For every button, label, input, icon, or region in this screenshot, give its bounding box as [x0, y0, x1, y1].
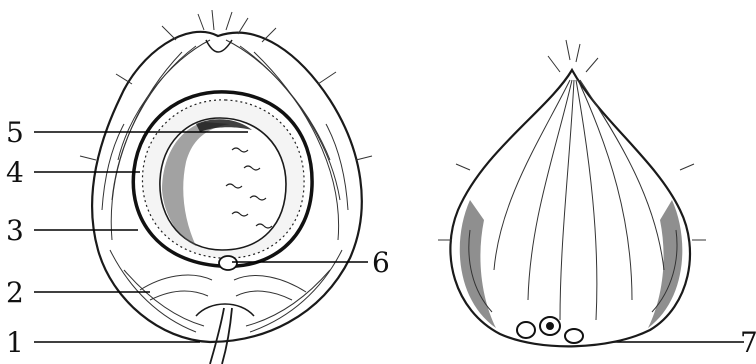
- label-4: 4: [6, 156, 24, 189]
- pore-1: [517, 322, 535, 338]
- label-5: 5: [6, 116, 24, 149]
- coconut-whole-drawing: [438, 40, 706, 346]
- label-2: 2: [6, 276, 24, 309]
- label-7: 7: [740, 326, 756, 359]
- coconut-section-drawing: [80, 10, 372, 364]
- pore-3: [565, 329, 583, 343]
- label-1: 1: [6, 326, 24, 359]
- embryo: [219, 256, 237, 270]
- label-6: 6: [372, 246, 390, 279]
- label-3: 3: [6, 214, 24, 247]
